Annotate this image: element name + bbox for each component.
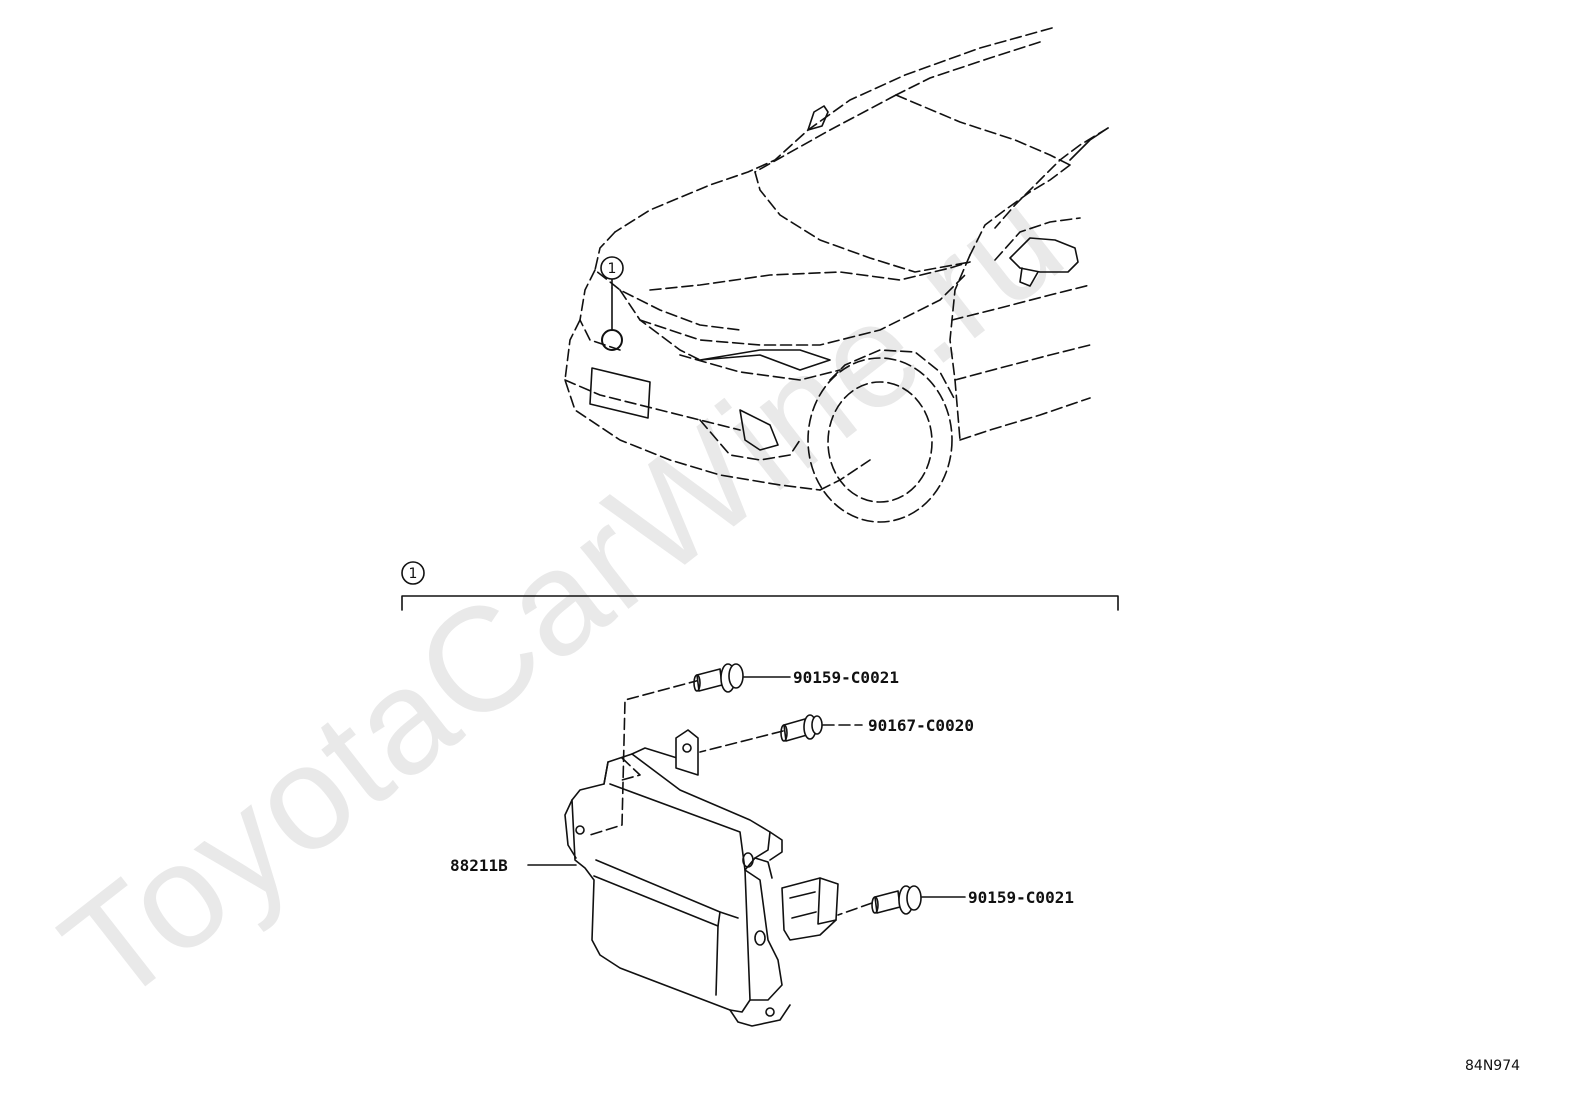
car-callout-number: 1: [608, 261, 617, 277]
group-header-number: 1: [409, 566, 418, 582]
part-label-90159-bottom: 90159-C0021: [968, 888, 1074, 907]
radar-sensor-illustration: [564, 729, 839, 1027]
reference-code: 84N974: [1465, 1058, 1520, 1074]
car-illustration: [564, 27, 1109, 523]
circled-number-icon: [401, 561, 425, 585]
mount-line-middle: [699, 730, 784, 753]
car-callout: 1: [600, 256, 624, 280]
screw-middle: [780, 714, 823, 742]
flange-bolt-top: [693, 663, 744, 693]
part-label-90167: 90167-C0020: [868, 716, 974, 735]
mount-line-bottom: [837, 902, 873, 916]
group-bracket: [401, 595, 1119, 611]
flange-bolt-bottom: [871, 885, 922, 915]
group-header: 1: [401, 561, 1119, 611]
mount-line-top: [589, 679, 701, 836]
part-label-90159-top: 90159-C0021: [793, 668, 899, 687]
part-label-88211B: 88211B: [450, 856, 508, 875]
sensor-location-marker: [601, 329, 623, 351]
circled-number-icon: [600, 256, 624, 280]
